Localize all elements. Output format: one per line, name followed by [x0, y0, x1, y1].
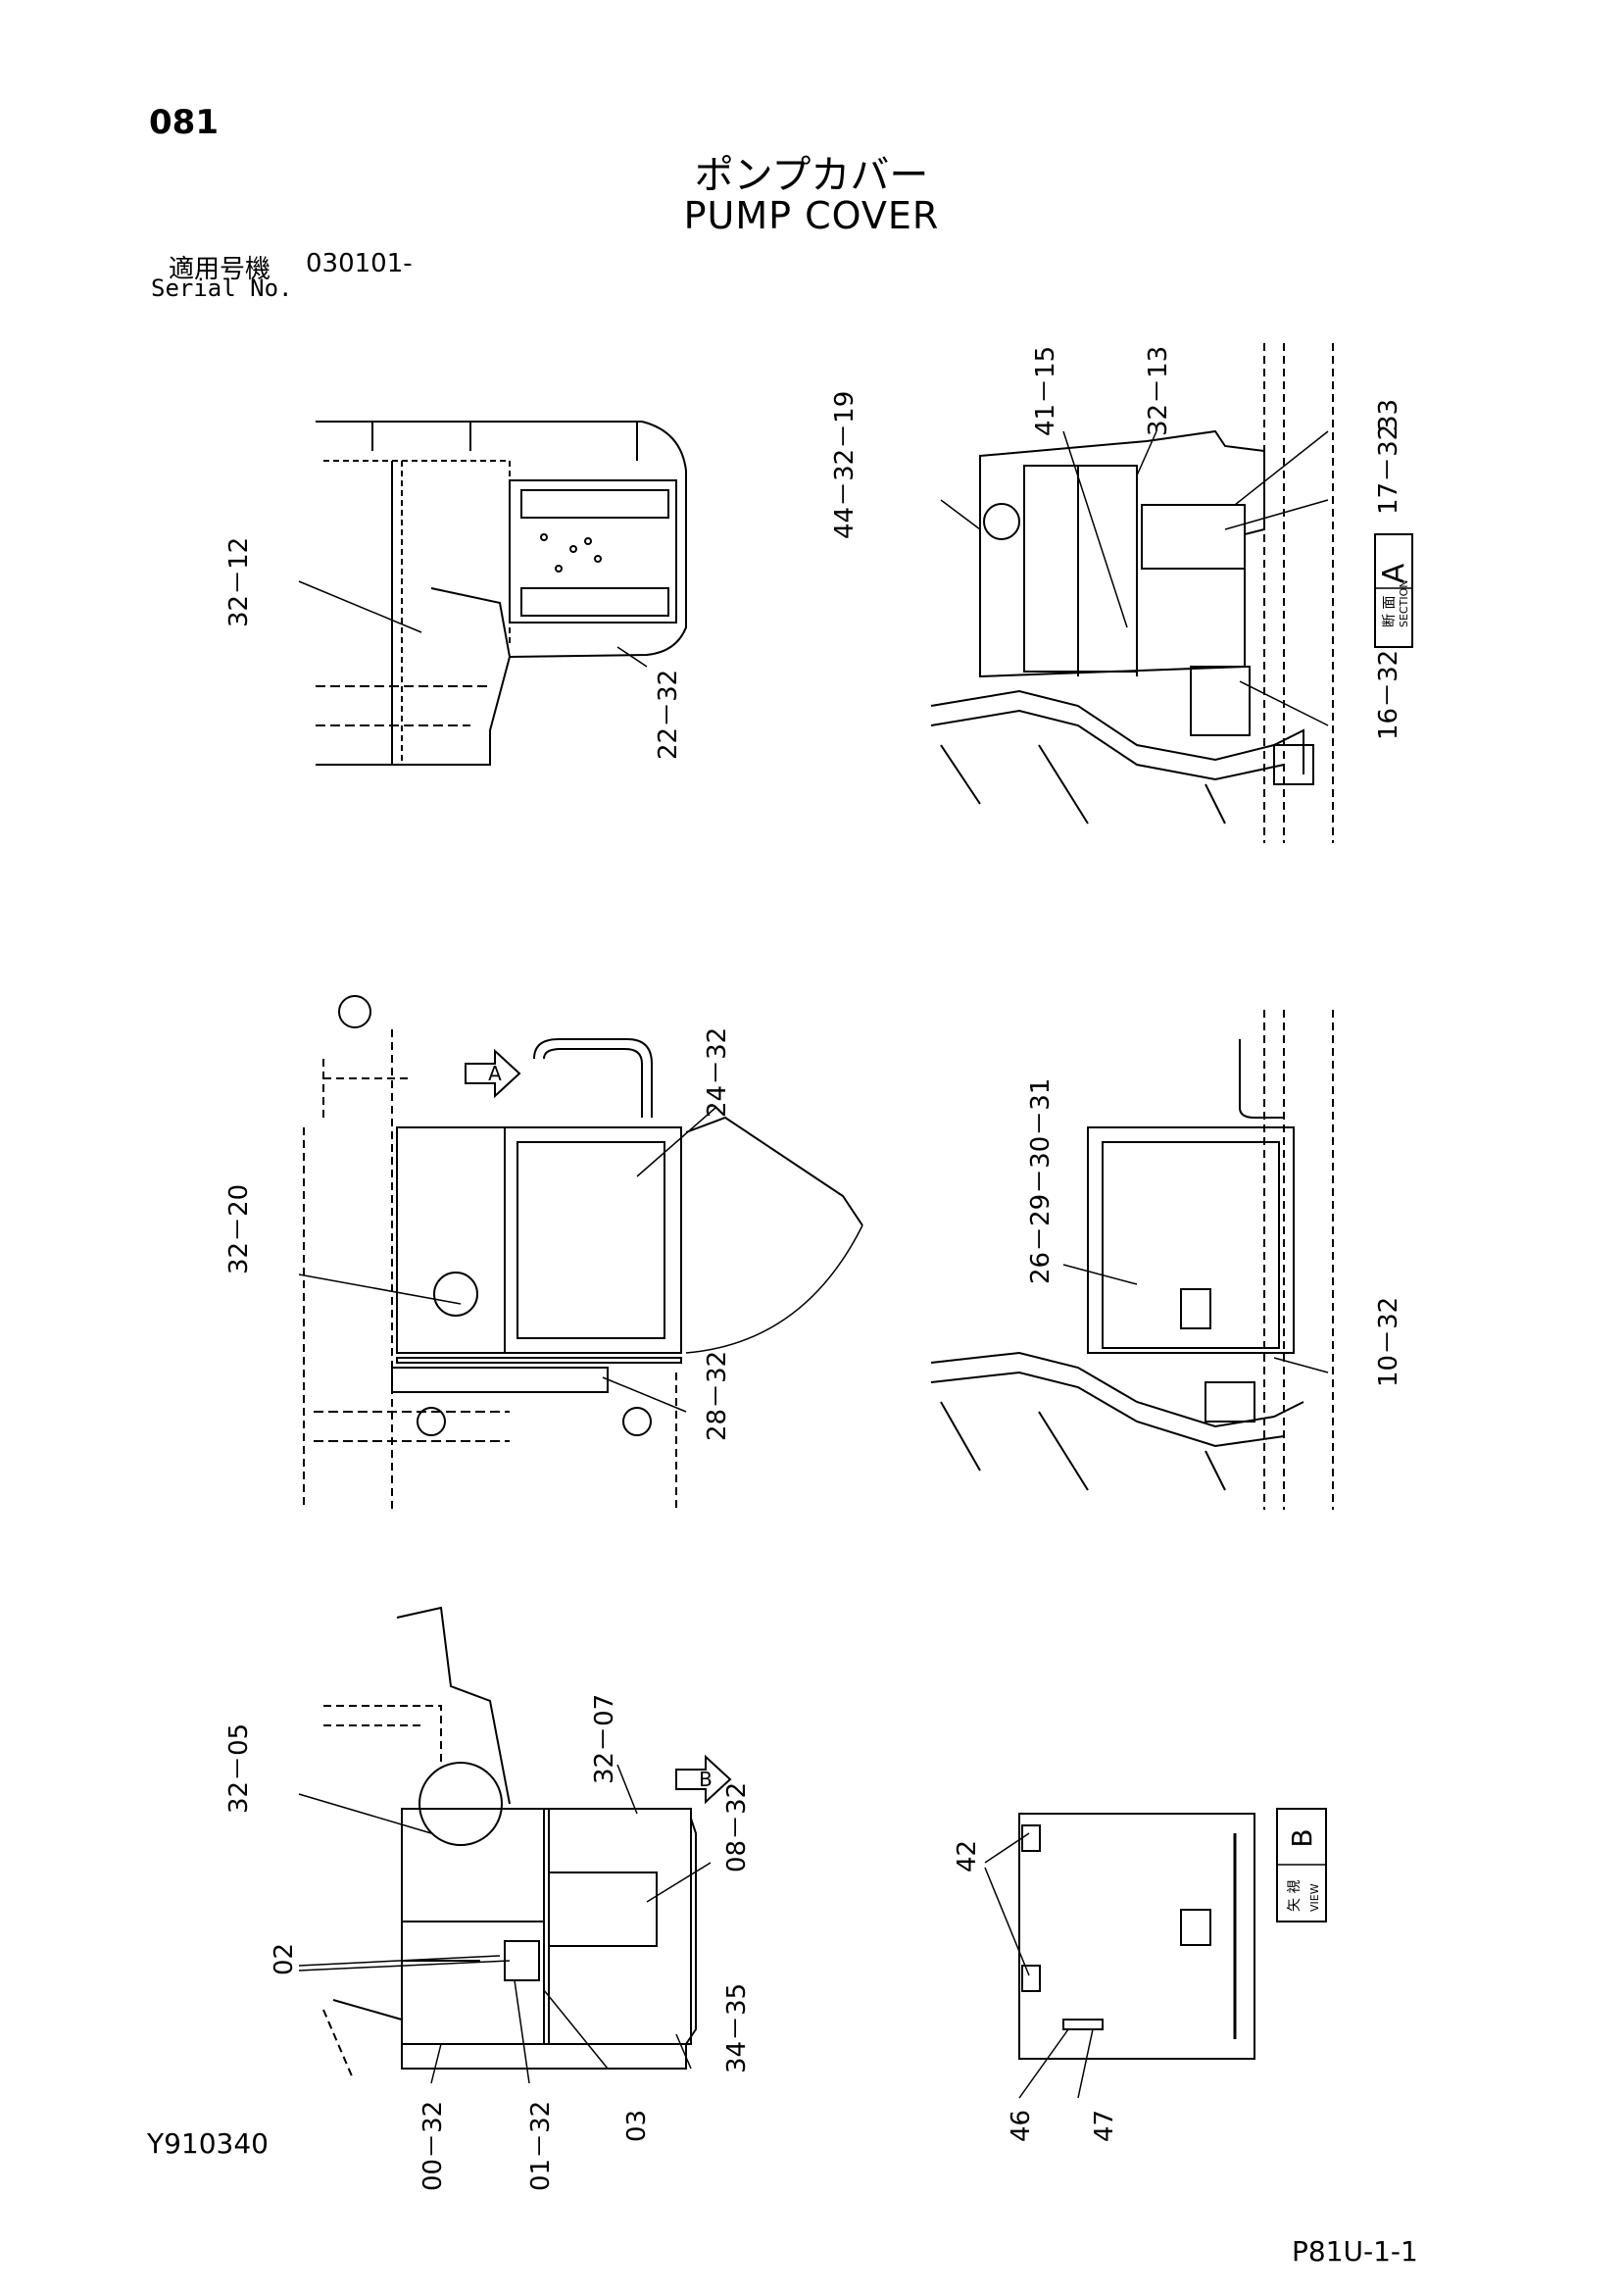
section-box-letter: A: [1377, 563, 1411, 583]
view-top-left: [316, 421, 687, 766]
callout-32-20: 32－20: [224, 1184, 254, 1274]
callout-10-32: 10－32: [1374, 1297, 1403, 1387]
callout-01-32: 01－32: [526, 2101, 556, 2191]
view-middle-left: [303, 995, 863, 1510]
serial-value: 030101-: [306, 249, 413, 278]
drawing-id: Y910340: [147, 2127, 269, 2160]
callout-26-29-30-31: 26－29－30－31: [1026, 1078, 1056, 1284]
section-box-jp: 断 面: [1382, 596, 1398, 627]
callout-33: 33: [1374, 399, 1403, 431]
view-box-jp: 矢 視: [1287, 1880, 1303, 1912]
arrow-b-icon: [675, 1754, 732, 1805]
callout-03: 03: [622, 2110, 652, 2142]
title-english: PUMP COVER: [683, 194, 940, 237]
page-number: 081: [149, 103, 219, 142]
arrow-b-letter: B: [699, 1768, 713, 1791]
callout-16-32: 16－32: [1374, 650, 1403, 740]
callout-32-05: 32－05: [224, 1723, 254, 1814]
serial-label-japanese: 適用号機: [169, 255, 271, 284]
view-box-letter: B: [1286, 1828, 1318, 1847]
callout-00-32: 00－32: [418, 2101, 448, 2191]
callout-32-07: 32－07: [590, 1694, 619, 1784]
callout-42: 42: [953, 1840, 982, 1872]
callout-17-32: 17－32: [1374, 424, 1403, 515]
leader-lines: [298, 430, 1329, 2099]
callout-02: 02: [270, 1943, 299, 1975]
serial-label-english: Serial No.: [151, 275, 293, 302]
callout-22-32: 22－32: [654, 670, 683, 760]
callout-24-32: 24－32: [703, 1027, 732, 1118]
reference-code: P81U-1-1: [1292, 2235, 1418, 2268]
view-middle-right: [930, 1010, 1334, 1510]
callout-44-32-19: 44－32－19: [830, 391, 860, 539]
callout-08-32: 08－32: [722, 1782, 752, 1872]
callout-47: 47: [1090, 2110, 1119, 2142]
callout-46: 46: [1007, 2110, 1036, 2142]
callout-41-15: 41－15: [1031, 346, 1060, 436]
callout-28-32: 28－32: [703, 1351, 732, 1441]
arrow-a-icon: [465, 1048, 521, 1099]
view-box-en: VIEW: [1308, 1883, 1321, 1912]
view-bottom-left: [322, 1606, 697, 2079]
callout-32-12: 32－12: [224, 537, 254, 627]
section-box-en: SECTION: [1398, 580, 1410, 627]
callout-32-13: 32－13: [1144, 346, 1173, 436]
arrow-a-letter: A: [488, 1062, 502, 1085]
view-bottom-right: [1018, 1813, 1255, 2060]
view-top-right: [930, 343, 1334, 843]
callout-34-35: 34－35: [722, 1983, 752, 2073]
title-japanese: ポンプカバー: [694, 153, 929, 198]
section-box: [1374, 533, 1413, 648]
